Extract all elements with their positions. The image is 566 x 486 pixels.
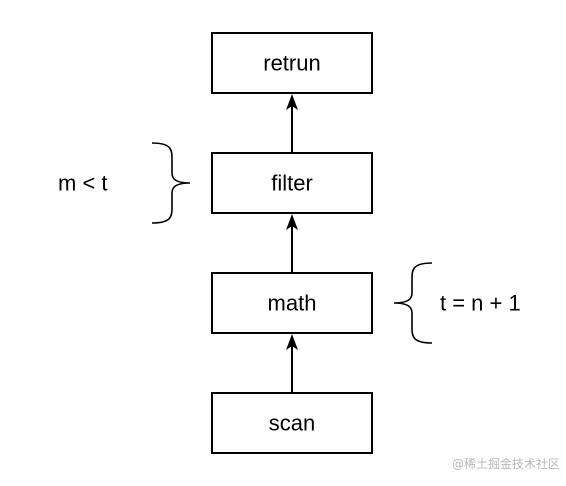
edge-scan-to-math-arrowhead xyxy=(286,334,298,350)
watermark: @稀土掘金技术社区 xyxy=(451,457,560,471)
edge-filter-to-retrun xyxy=(286,94,298,153)
node-scan: scan xyxy=(211,392,373,454)
node-retrun-box xyxy=(211,32,373,94)
edge-math-to-filter xyxy=(286,214,298,273)
annotation-filter-condition: m < t xyxy=(58,142,191,224)
annotation-filter-condition-text: m < t xyxy=(58,171,108,196)
node-math: math xyxy=(211,272,373,334)
node-retrun: retrun xyxy=(211,32,373,94)
right-curly-brace xyxy=(151,142,191,224)
node-math-label: math xyxy=(268,291,317,316)
annotation-math-expression: t = n + 1 xyxy=(393,262,521,344)
node-scan-label: scan xyxy=(269,411,315,436)
node-scan-box xyxy=(211,392,373,454)
edge-filter-to-retrun-arrowhead xyxy=(286,94,298,110)
edge-math-to-filter-arrowhead xyxy=(286,214,298,230)
node-retrun-label: retrun xyxy=(263,51,320,76)
node-filter-box xyxy=(211,152,373,214)
annotation-math-expression-text: t = n + 1 xyxy=(440,291,521,316)
edge-scan-to-math xyxy=(286,334,298,393)
node-filter-label: filter xyxy=(271,171,313,196)
left-curly-brace xyxy=(393,262,433,344)
node-filter: filter xyxy=(211,152,373,214)
